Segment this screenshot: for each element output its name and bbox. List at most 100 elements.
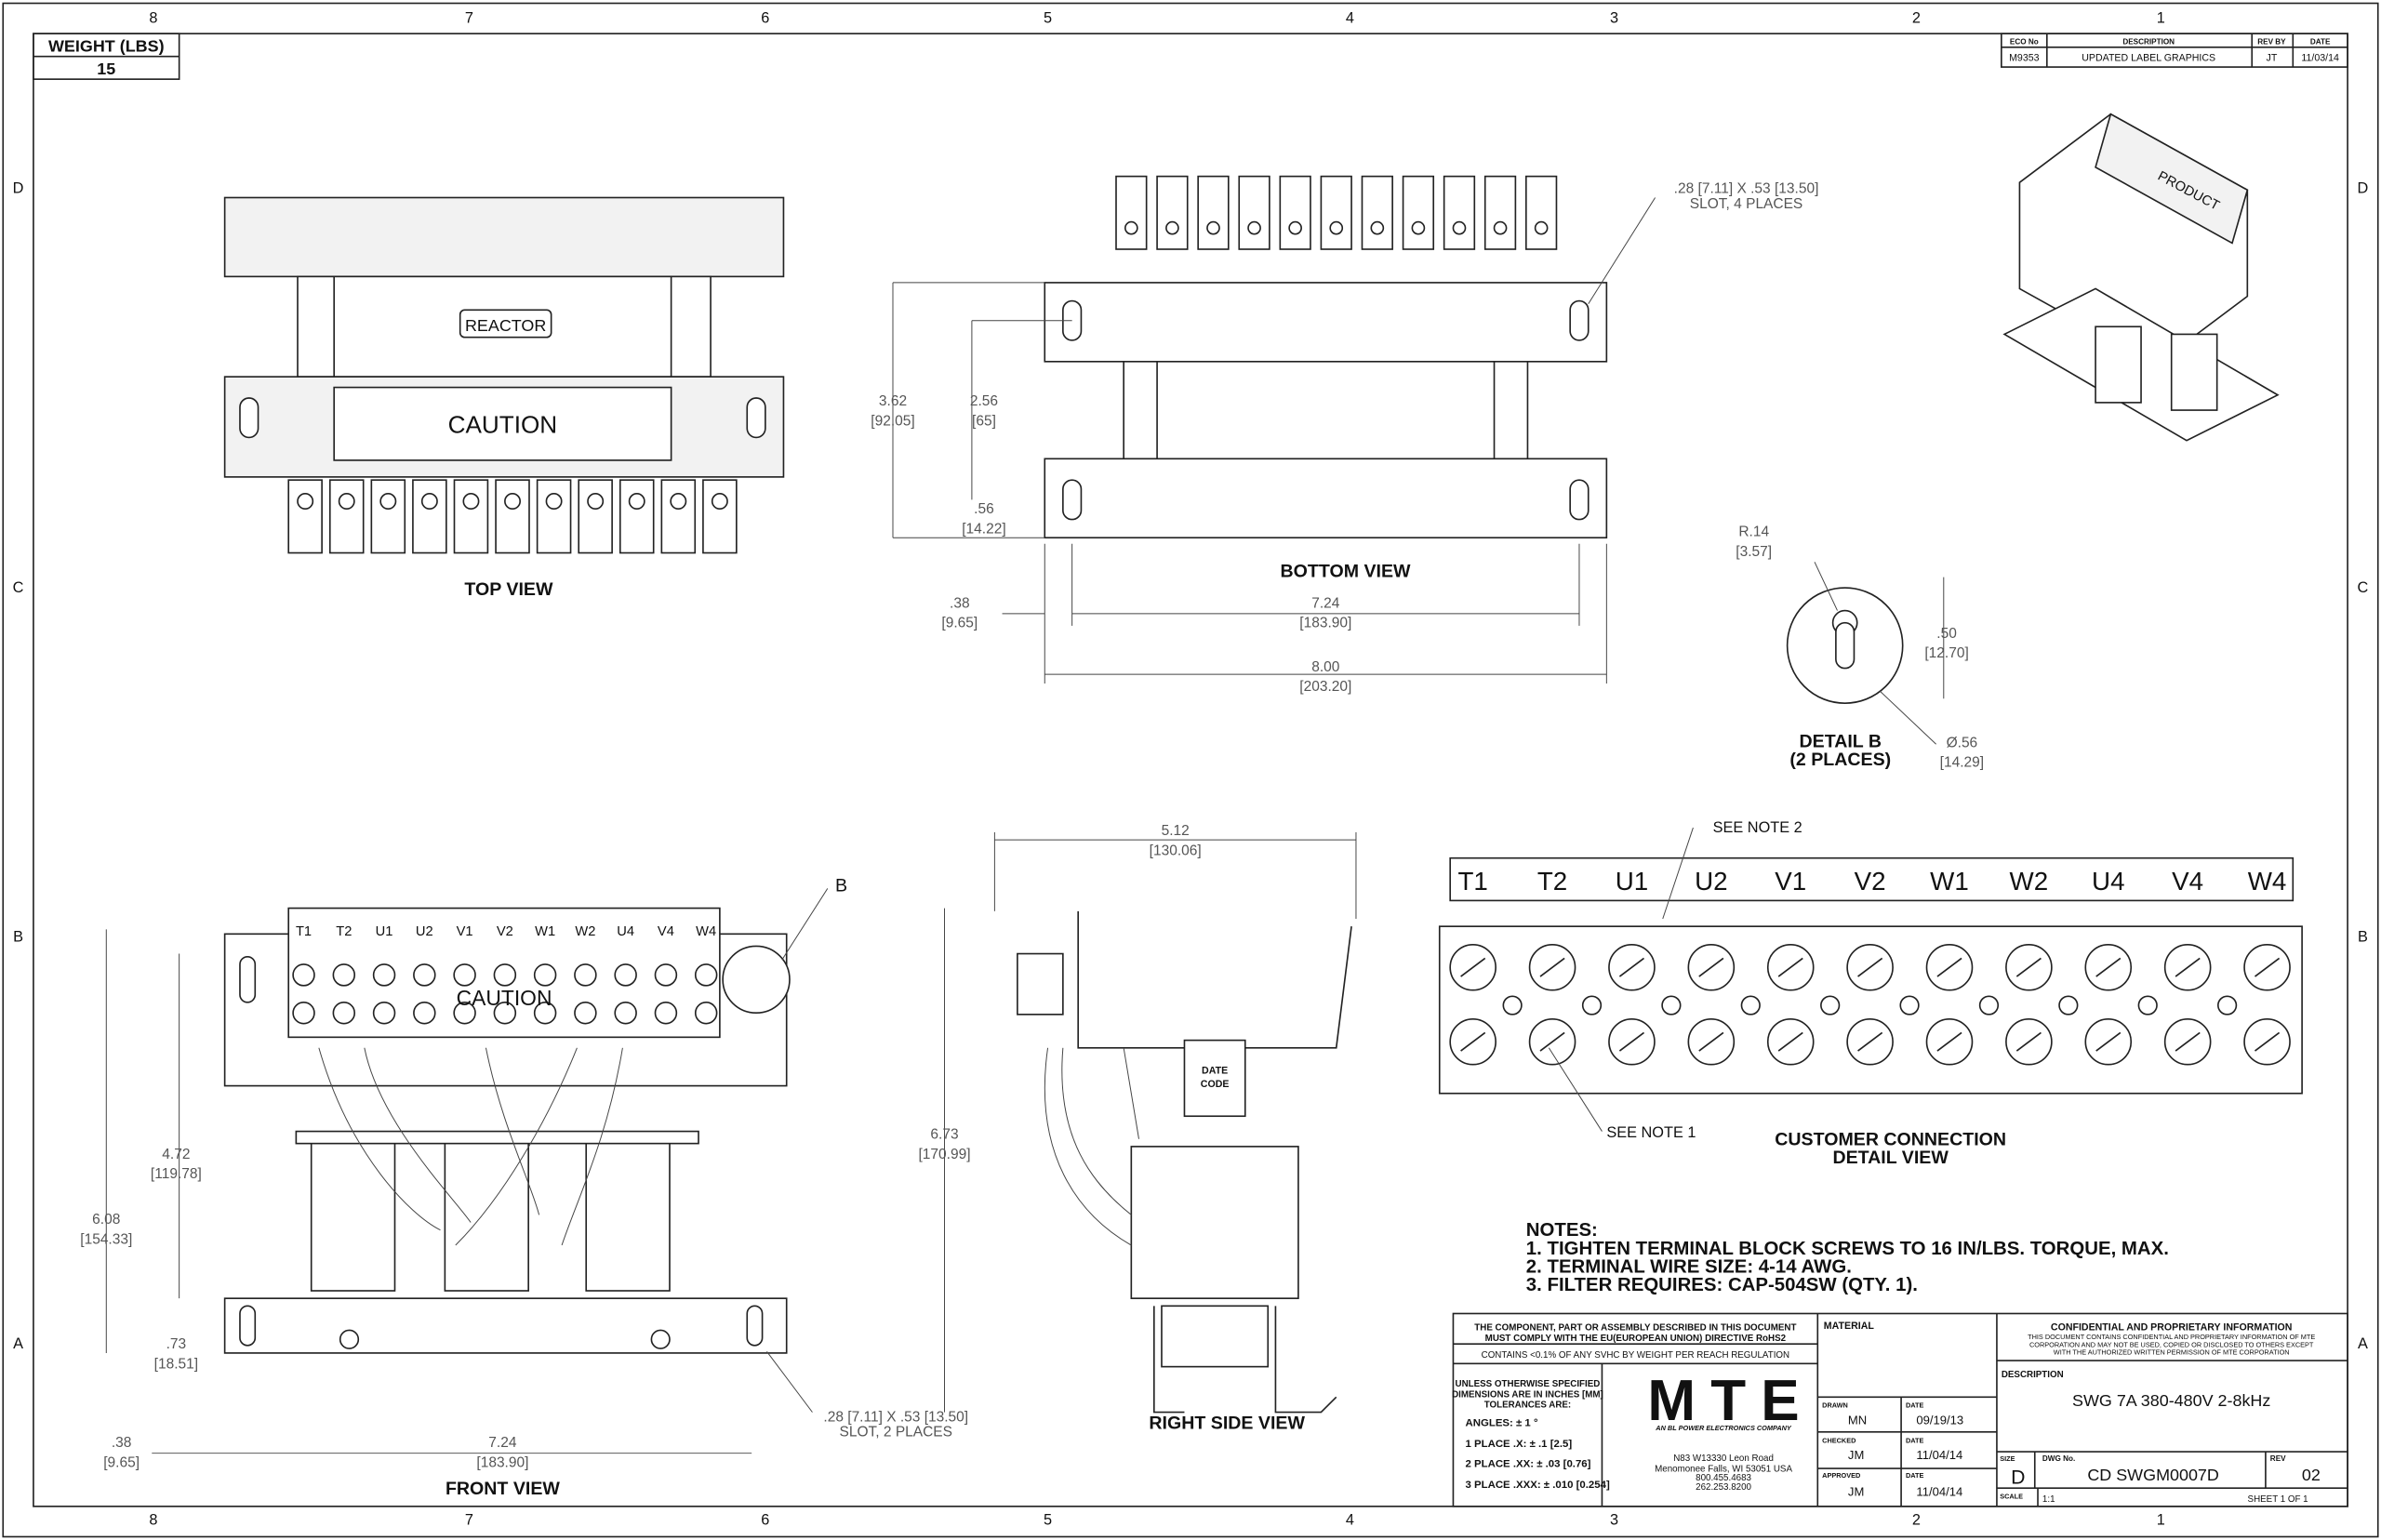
bottom-terminal bbox=[1443, 175, 1476, 250]
top-terminal bbox=[412, 479, 447, 554]
terminal-hole bbox=[2137, 995, 2158, 1016]
terminal-screw-icon bbox=[574, 1001, 597, 1025]
dim-800-mm: [203.20] bbox=[1299, 679, 1351, 695]
customer-terminal-label: V4 bbox=[2172, 867, 2203, 896]
dim-slot2-1: .28 [7.11] X .53 [13.50] bbox=[823, 1409, 968, 1425]
dim-724-mm: [183.90] bbox=[1299, 616, 1351, 631]
zone-label-left: C bbox=[13, 579, 24, 596]
front-terminal-label: W4 bbox=[696, 924, 716, 939]
dim-slot4-2: SLOT, 4 PLACES bbox=[1690, 196, 1802, 212]
dim-512: 5.12 bbox=[1162, 823, 1190, 839]
rev-by: JT bbox=[2267, 53, 2278, 64]
terminal-screw-icon bbox=[332, 963, 356, 987]
drawn-by: MN bbox=[1848, 1414, 1867, 1427]
terminal-screw-icon bbox=[628, 493, 645, 510]
top-terminal bbox=[287, 479, 323, 554]
zone-label-right: A bbox=[2358, 1335, 2368, 1352]
phone-1: 800.455.4683 bbox=[1696, 1473, 1751, 1483]
terminal-hole bbox=[1740, 995, 1761, 1016]
terminal-screw-icon bbox=[338, 493, 355, 510]
terminal-screw-icon bbox=[587, 493, 605, 510]
terminal-screw-icon bbox=[1534, 220, 1549, 235]
zone-label-bottom: 6 bbox=[761, 1511, 769, 1528]
top-terminal bbox=[660, 479, 697, 554]
detail-b-subtitle: (2 PLACES) bbox=[1789, 750, 1891, 770]
drawn-label: DRAWN bbox=[1822, 1401, 1848, 1410]
zone-label-right: B bbox=[2358, 928, 2368, 945]
terminal-screw-icon bbox=[332, 1001, 356, 1025]
terminal-hole bbox=[1820, 995, 1841, 1016]
terminal-screw-icon bbox=[545, 493, 563, 510]
zone-label-top: 1 bbox=[2157, 10, 2165, 27]
zone-label-top: 5 bbox=[1044, 10, 1052, 27]
dim-38-mm: [9.65] bbox=[941, 616, 978, 631]
terminal-screw-icon bbox=[694, 1001, 718, 1025]
top-terminal bbox=[619, 479, 655, 554]
tolerance-line-1: UNLESS OTHERWISE SPECIFIED bbox=[1456, 1379, 1601, 1389]
terminal-screw-icon bbox=[504, 493, 521, 510]
phone-2: 262.253.8200 bbox=[1696, 1482, 1751, 1493]
isometric-view: PRODUCT bbox=[2002, 113, 2280, 442]
dim-r14-mm: [3.57] bbox=[1736, 544, 1772, 560]
top-terminal bbox=[328, 479, 365, 554]
approved-date-label: DATE bbox=[1906, 1471, 1924, 1480]
reach-text: CONTAINS <0.1% OF ANY SVHC BY WEIGHT PER… bbox=[1482, 1350, 1789, 1361]
checked-label: CHECKED bbox=[1822, 1436, 1856, 1444]
see-note-1: SEE NOTE 1 bbox=[1606, 1124, 1696, 1141]
detail-b: R.14 [3.57] .50 [12.70] Ø.56 [14.29] DET… bbox=[1736, 524, 1984, 771]
dim-800: 8.00 bbox=[1311, 659, 1340, 675]
dwg-no-label: DWG No. bbox=[2042, 1454, 2075, 1463]
description-label: DESCRIPTION bbox=[2002, 1370, 2064, 1380]
bottom-terminal bbox=[1115, 175, 1148, 250]
checked-by: JM bbox=[1848, 1448, 1864, 1462]
dim-38: .38 bbox=[950, 595, 970, 611]
dim-50-mm: [12.70] bbox=[1924, 645, 1968, 661]
dim-73-mm: [18.51] bbox=[154, 1356, 198, 1372]
customer-terminal-label: T2 bbox=[1537, 867, 1567, 896]
tolerance-line-3: TOLERANCES ARE: bbox=[1484, 1401, 1571, 1411]
terminal-screw-icon bbox=[1124, 220, 1138, 235]
notes: NOTES: 1. TIGHTEN TERMINAL BLOCK SCREWS … bbox=[1526, 1220, 2169, 1295]
dim-673: 6.73 bbox=[930, 1127, 958, 1143]
confidential-line-1: THIS DOCUMENT CONTAINS CONFIDENTIAL AND … bbox=[2028, 1333, 2315, 1341]
tol-angles: ANGLES: ± 1 ° bbox=[1466, 1417, 1538, 1428]
dim-724: 7.24 bbox=[1311, 595, 1340, 611]
rev-header-date: DATE bbox=[2310, 38, 2331, 46]
terminal-screw-icon bbox=[533, 1001, 557, 1025]
dim-50: .50 bbox=[1936, 626, 1957, 642]
note-2: 2. TERMINAL WIRE SIZE: 4-14 AWG. bbox=[1526, 1256, 1852, 1277]
confidential-line-3: WITH THE AUTHORIZED WRITTEN PERMISSION O… bbox=[2054, 1348, 2290, 1357]
front-terminal-label: W1 bbox=[535, 924, 555, 939]
approved-by: JM bbox=[1848, 1484, 1864, 1498]
terminal-screw-icon bbox=[711, 493, 728, 510]
weight-box: WEIGHT (LBS) 15 bbox=[33, 33, 180, 80]
dwg-no-value: CD SWGM0007D bbox=[2087, 1466, 2219, 1484]
rev-date: 11/03/14 bbox=[2301, 53, 2339, 64]
zone-label-bottom: 5 bbox=[1044, 1511, 1052, 1528]
bottom-view: .28 [7.11] X .53 [13.50] SLOT, 4 PLACES … bbox=[871, 175, 1819, 695]
front-terminal-label: W2 bbox=[575, 924, 595, 939]
terminal-screw-icon bbox=[694, 963, 718, 987]
dim-256-mm: [65] bbox=[972, 413, 996, 429]
dim-slot4-1: .28 [7.11] X .53 [13.50] bbox=[1674, 181, 1819, 197]
dim-73: .73 bbox=[166, 1336, 187, 1352]
customer-terminal-label: U2 bbox=[1695, 867, 1727, 896]
see-note-2: SEE NOTE 2 bbox=[1713, 819, 1802, 836]
bottom-terminal bbox=[1483, 175, 1517, 250]
material-label: MATERIAL bbox=[1824, 1321, 1875, 1332]
terminal-screw-icon bbox=[420, 493, 438, 510]
front-terminal-label: U4 bbox=[617, 924, 634, 939]
caution-label-front: CAUTION bbox=[457, 986, 552, 1010]
zone-label-left: B bbox=[13, 928, 23, 945]
top-terminal bbox=[578, 479, 613, 554]
zone-label-bottom: 7 bbox=[465, 1511, 473, 1528]
rev-header-by: REV BY bbox=[2257, 38, 2286, 46]
dim-673-mm: [170.99] bbox=[918, 1147, 970, 1162]
dim-608-mm: [154.33] bbox=[80, 1231, 132, 1247]
terminal-screw-icon bbox=[372, 1001, 396, 1025]
title-block: THE COMPONENT, PART OR ASSEMBLY DESCRIBE… bbox=[1452, 1312, 2348, 1507]
rohs-line-2: MUST COMPLY WITH THE EU(EUROPEAN UNION) … bbox=[1485, 1334, 1787, 1344]
front-view-title: FRONT VIEW bbox=[446, 1479, 560, 1499]
zone-label-bottom: 8 bbox=[149, 1511, 157, 1528]
dim-front-38-mm: [9.65] bbox=[103, 1454, 140, 1470]
